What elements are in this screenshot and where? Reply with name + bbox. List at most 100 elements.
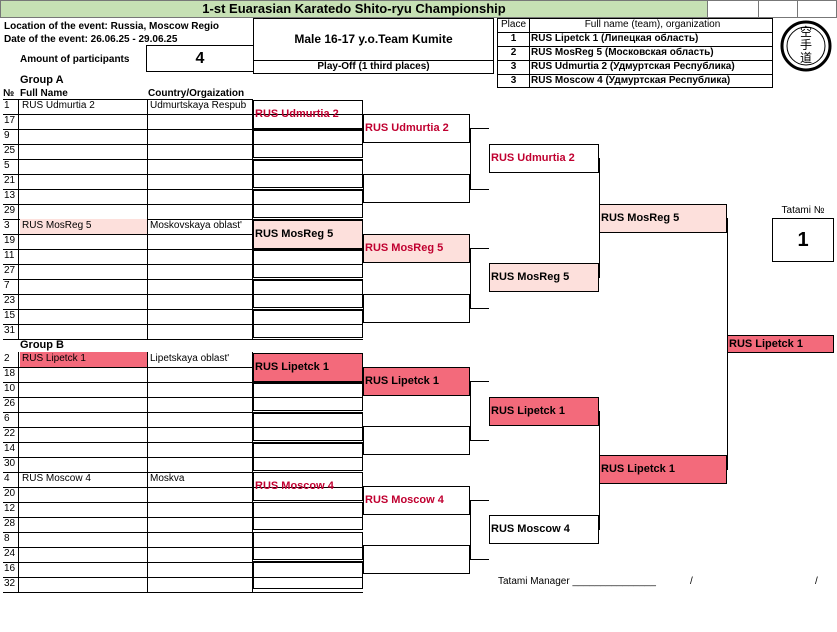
result-name: RUS Moscow 4 (Удмуртская Республика) [531, 75, 731, 86]
roster-name [20, 324, 148, 339]
roster-country [148, 189, 253, 204]
roster-name: RUS Moscow 4 [20, 472, 148, 487]
roster-row: 22 [3, 427, 363, 443]
bracket-empty [253, 383, 363, 411]
bracket-final: RUS Lipetck 1 [727, 335, 834, 353]
roster-number: 19 [3, 234, 19, 249]
participants-label: Amount of participants [20, 54, 130, 65]
tatami-number: 1 [772, 218, 834, 262]
roster-number: 30 [3, 457, 19, 472]
roster-country [148, 204, 253, 219]
roster-country [148, 427, 253, 442]
roster-name [20, 397, 148, 412]
roster-country: Udmurtskaya Respub [148, 99, 253, 114]
roster-country [148, 367, 253, 382]
roster-country [148, 397, 253, 412]
roster-name: RUS Lipetck 1 [20, 352, 148, 367]
roster-name [20, 159, 148, 174]
group-a-label: Group A [20, 74, 64, 86]
roster-name [20, 412, 148, 427]
roster-number: 26 [3, 397, 19, 412]
roster-name [20, 367, 148, 382]
roster-row: 18 [3, 367, 363, 383]
roster-number: 25 [3, 144, 19, 159]
result-row: 3 RUS Udmurtia 2 (Удмуртская Республика) [498, 61, 772, 75]
roster-row: 31 [3, 324, 363, 340]
roster-country [148, 532, 253, 547]
roster-row: 12 [3, 502, 363, 518]
participants-count: 4 [146, 45, 254, 72]
results-header: Place Full name (team), organization [498, 19, 772, 33]
roster-number: 23 [3, 294, 19, 309]
roster-country [148, 174, 253, 189]
roster-number: 9 [3, 129, 19, 144]
roster-name [20, 309, 148, 324]
roster-country [148, 294, 253, 309]
roster-row: 5 [3, 159, 363, 175]
category-title: Male 16-17 y.o.Team Kumite [253, 18, 494, 61]
roster-row: 8 [3, 532, 363, 548]
results-table: Place Full name (team), organization 1 R… [497, 18, 773, 88]
bracket-empty [253, 190, 363, 218]
roster-name [20, 114, 148, 129]
roster-country [148, 129, 253, 144]
roster-number: 24 [3, 547, 19, 562]
roster-country [148, 114, 253, 129]
roster-number: 21 [3, 174, 19, 189]
playoff-label: Play-Off (1 third places) [253, 60, 494, 74]
roster-number: 31 [3, 324, 19, 339]
page-title: 1-st Euarasian Karatedo Shito-ryu Champi… [0, 0, 708, 18]
roster-number: 11 [3, 249, 19, 264]
roster-number: 6 [3, 412, 19, 427]
bracket-empty [253, 160, 363, 188]
roster-country [148, 517, 253, 532]
bracket-empty [363, 294, 470, 323]
bracket-empty [253, 310, 363, 338]
col-country: Country/Orgaization [148, 88, 245, 99]
roster-row: 17 [3, 114, 363, 130]
header-cell [707, 0, 759, 18]
roster-number: 8 [3, 532, 19, 547]
roster-name [20, 577, 148, 592]
roster-country [148, 324, 253, 339]
roster-number: 16 [3, 562, 19, 577]
result-name: RUS MosReg 5 (Московская область) [531, 47, 714, 58]
roster-number: 28 [3, 517, 19, 532]
roster-name [20, 189, 148, 204]
roster-country [148, 264, 253, 279]
roster-name [20, 487, 148, 502]
bracket-r3-lipetck: RUS Lipetck 1 [489, 397, 599, 426]
roster-number: 18 [3, 367, 19, 382]
name-header: Full name (team), organization [584, 19, 721, 30]
roster-number: 13 [3, 189, 19, 204]
bracket-empty [253, 561, 363, 589]
roster-name [20, 562, 148, 577]
roster-country: Lipetskaya oblast' [148, 352, 253, 367]
roster-row: 7 [3, 279, 363, 295]
roster-number: 12 [3, 502, 19, 517]
bracket-r3-moscow: RUS Moscow 4 [489, 515, 599, 544]
roster-number: 17 [3, 114, 19, 129]
result-place: 1 [498, 33, 530, 46]
roster-name [20, 457, 148, 472]
bracket-empty [253, 502, 363, 530]
bracket-r3-mosreg: RUS MosReg 5 [489, 263, 599, 292]
roster-row: 20 [3, 487, 363, 503]
col-no: № [3, 88, 15, 99]
bracket-empty [363, 426, 470, 455]
roster-country [148, 249, 253, 264]
roster-row: 29 [3, 204, 363, 220]
roster-number: 27 [3, 264, 19, 279]
roster-country [148, 442, 253, 457]
roster-number: 32 [3, 577, 19, 592]
bracket-semi-top: RUS MosReg 5 [599, 204, 727, 233]
roster-country [148, 502, 253, 517]
bracket-r2-lipetck: RUS Lipetck 1 [363, 367, 470, 396]
bracket-r1-moscow: RUS Moscow 4 [253, 472, 363, 501]
roster-number: 22 [3, 427, 19, 442]
bracket-r2-udmurtia: RUS Udmurtia 2 [363, 114, 470, 143]
roster-name [20, 204, 148, 219]
roster-row: 9 [3, 129, 363, 145]
roster-name [20, 144, 148, 159]
